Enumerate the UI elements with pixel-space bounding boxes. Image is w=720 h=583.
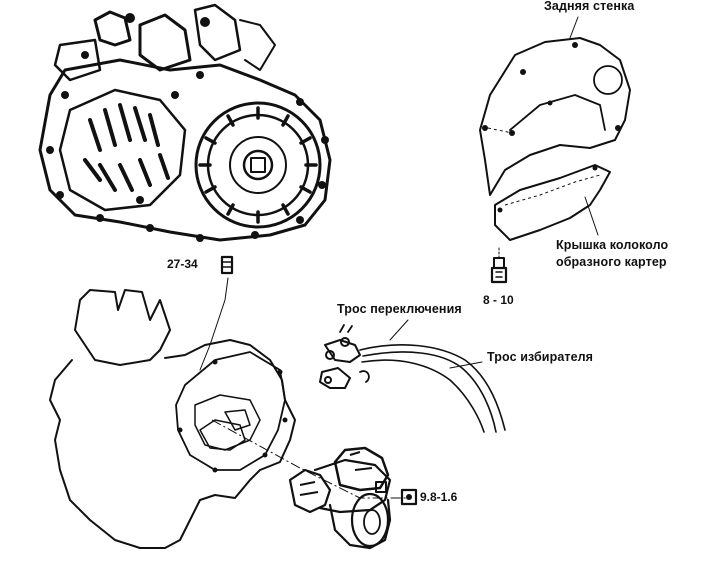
bell-cover-label-line1: Крышка колоколо	[556, 238, 669, 252]
select-cable-label: Трос избирателя	[487, 350, 594, 364]
upper-bolt-illustration	[199, 255, 234, 371]
transaxle-case-outline	[49, 289, 296, 549]
bell-housing-cover-illustration	[494, 164, 611, 241]
starter-motor-illustration	[288, 446, 392, 550]
starter-nut-illustration	[400, 488, 418, 506]
rear-plate-illustration	[479, 37, 631, 196]
rear-plate-label: Задняя стенка	[544, 0, 635, 13]
cover-bolt-torque-label: 8 - 10	[483, 293, 514, 307]
transaxle-assembly-illustration	[38, 3, 332, 242]
cover-bolt-illustration	[490, 247, 508, 284]
starter-nut-torque-label: 9.8-1.6	[420, 490, 458, 504]
bell-cover-label-line2: образного картер	[556, 255, 667, 269]
shift-cable-label: Трос переключения	[337, 302, 462, 316]
upper-bolt-torque-label: 27-34	[167, 257, 198, 271]
shift-and-select-cables	[319, 319, 506, 433]
